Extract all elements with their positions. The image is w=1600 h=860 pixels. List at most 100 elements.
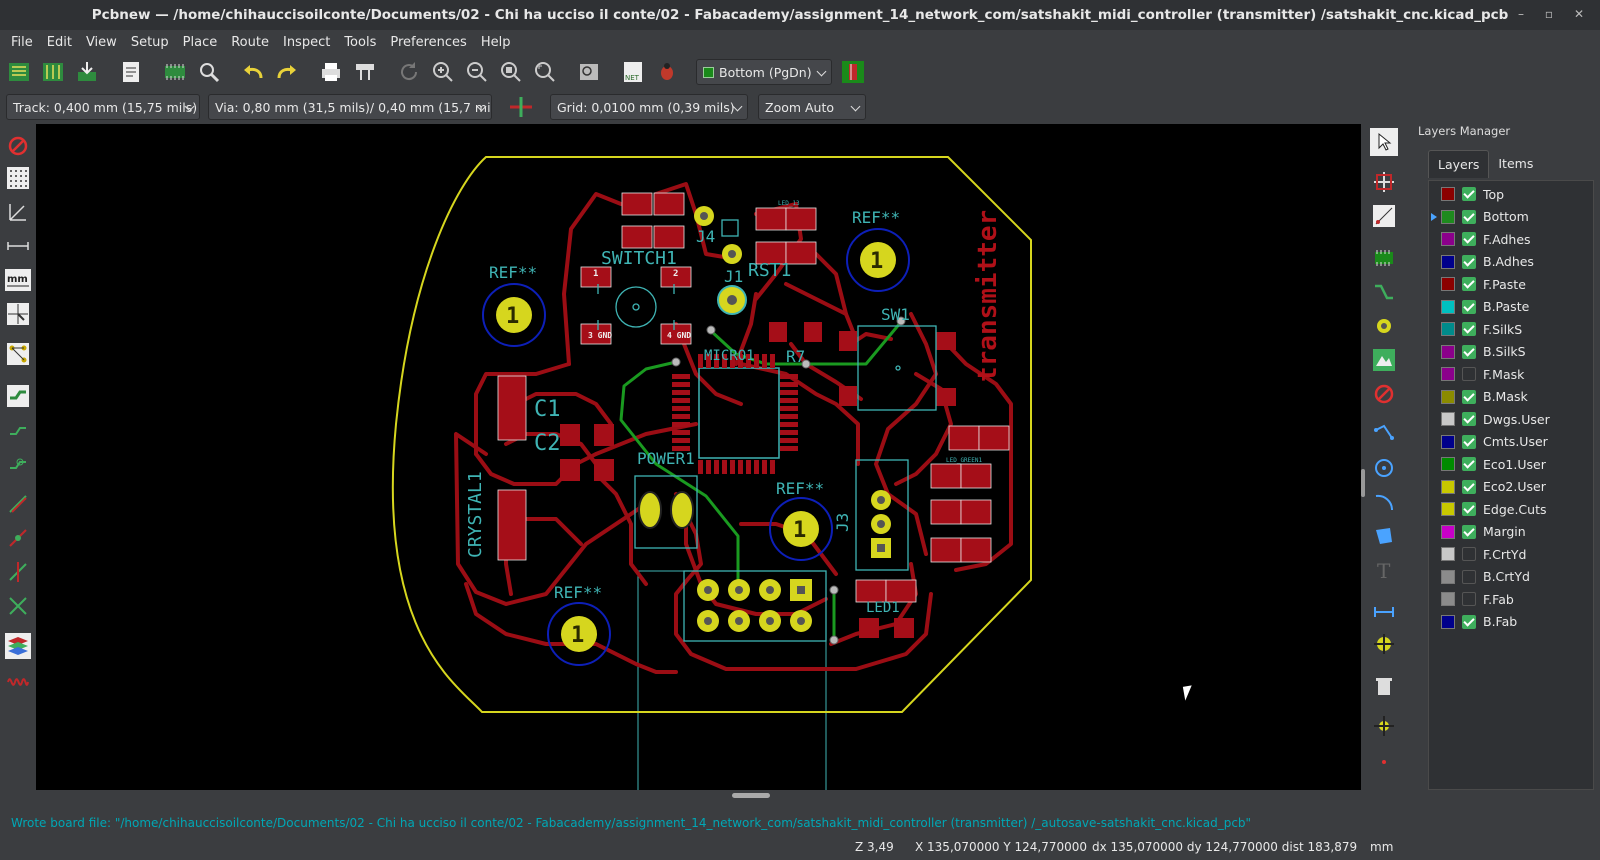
footprint-editor-icon[interactable] <box>574 57 604 87</box>
refresh-icon[interactable] <box>394 57 424 87</box>
layer-visibility-checkbox[interactable] <box>1462 592 1476 606</box>
layer-visibility-checkbox[interactable] <box>1462 299 1476 314</box>
layer-row[interactable]: B.CrtYd <box>1429 566 1595 588</box>
add-target-icon[interactable] <box>1370 630 1398 658</box>
ratsnest-icon[interactable] <box>4 340 32 368</box>
save-icon[interactable] <box>72 57 102 87</box>
inch-units-icon[interactable] <box>4 232 32 260</box>
layer-color-swatch[interactable] <box>1441 434 1455 449</box>
layer-visibility-checkbox[interactable] <box>1462 479 1476 494</box>
layer-row[interactable]: F.SilkS <box>1429 318 1595 340</box>
grid-select[interactable]: Grid: 0,0100 mm (0,39 mils) <box>550 94 748 120</box>
pcb-canvas[interactable]: transmitter REF** REF** REF** REF** 1 1 … <box>36 124 1361 790</box>
layer-row[interactable]: Edge.Cuts <box>1429 498 1595 520</box>
add-text-icon[interactable]: T <box>1370 556 1398 584</box>
layer-row[interactable]: Margin <box>1429 521 1595 543</box>
layer-visibility-checkbox[interactable] <box>1462 502 1476 516</box>
menu-help[interactable]: Help <box>480 34 511 50</box>
layer-color-swatch[interactable] <box>1441 569 1455 584</box>
layer-color-swatch[interactable] <box>1441 277 1455 291</box>
layer-color-swatch[interactable] <box>1441 344 1455 359</box>
layer-visibility-checkbox[interactable] <box>1462 322 1476 336</box>
layer-color-swatch[interactable] <box>1441 412 1455 426</box>
layer-row[interactable]: F.Paste <box>1429 273 1595 295</box>
layer-visibility-checkbox[interactable] <box>1462 232 1476 246</box>
layer-color-swatch[interactable] <box>1441 389 1455 404</box>
layer-row[interactable]: F.Fab <box>1429 588 1595 610</box>
via-size-select[interactable]: Via: 0,80 mm (31,5 mils)/ 0,40 mm (15,7 … <box>208 94 492 120</box>
find-icon[interactable] <box>194 57 224 87</box>
measure-tool-icon[interactable] <box>1370 748 1398 776</box>
layer-row[interactable]: B.Fab <box>1429 611 1595 633</box>
layer-visibility-checkbox[interactable] <box>1462 457 1476 471</box>
layer-row[interactable]: Eco2.User <box>1429 476 1595 498</box>
tab-items[interactable]: Items <box>1498 156 1534 171</box>
canvas-vertical-scrollbar[interactable] <box>1361 124 1366 790</box>
keepout-zone-icon[interactable] <box>1370 380 1398 408</box>
minimize-button[interactable]: – <box>1518 7 1524 21</box>
layer-row[interactable]: F.Mask <box>1429 363 1595 385</box>
menu-setup[interactable]: Setup <box>130 34 169 50</box>
layer-color-swatch[interactable] <box>1441 232 1455 246</box>
print-icon[interactable] <box>316 57 346 87</box>
menu-route[interactable]: Route <box>231 34 269 50</box>
zoom-out-icon[interactable] <box>462 57 492 87</box>
layer-row[interactable]: Top <box>1429 183 1595 205</box>
vertical-scroll-thumb[interactable] <box>1361 469 1365 497</box>
open-board-icon[interactable] <box>38 57 68 87</box>
menu-place[interactable]: Place <box>182 34 218 50</box>
horizontal-scroll-thumb[interactable] <box>732 793 770 798</box>
layer-color-swatch[interactable] <box>1441 502 1455 516</box>
layer-color-swatch[interactable] <box>1441 209 1455 224</box>
grid-toggle-icon[interactable] <box>4 164 32 192</box>
zoom-select[interactable]: Zoom Auto <box>758 94 866 120</box>
high-contrast-icon[interactable] <box>4 490 32 518</box>
drc-off-icon[interactable] <box>4 132 32 160</box>
local-ratsnest-icon[interactable] <box>1370 202 1398 230</box>
grid-origin-icon[interactable] <box>1370 712 1398 740</box>
layer-visibility-checkbox[interactable] <box>1462 344 1476 359</box>
layer-pair-icon[interactable] <box>838 57 868 87</box>
layer-row[interactable]: F.CrtYd <box>1429 543 1595 565</box>
layer-row[interactable]: B.Paste <box>1429 296 1595 318</box>
maximize-button[interactable]: ▫ <box>1544 7 1554 21</box>
zone-outline-icon[interactable] <box>4 558 32 586</box>
layer-color-swatch[interactable] <box>1441 367 1455 381</box>
layer-visibility-checkbox[interactable] <box>1462 412 1476 426</box>
track-width-select[interactable]: Track: 0,400 mm (15,75 mils) * <box>6 94 200 120</box>
draw-polygon-icon[interactable] <box>1370 522 1398 550</box>
microwave-tools-icon[interactable] <box>4 666 32 694</box>
add-via-icon[interactable] <box>1370 312 1398 340</box>
layer-row[interactable]: Dwgs.User <box>1429 408 1595 430</box>
layer-color-swatch[interactable] <box>1441 299 1455 314</box>
layer-row[interactable]: B.SilkS <box>1429 341 1595 363</box>
layer-color-swatch[interactable] <box>1441 322 1455 336</box>
zoom-selection-icon[interactable] <box>530 57 560 87</box>
new-board-icon[interactable] <box>4 57 34 87</box>
page-settings-icon[interactable] <box>116 57 146 87</box>
layer-color-swatch[interactable] <box>1441 614 1455 629</box>
menu-view[interactable]: View <box>85 34 117 50</box>
zone-display-icon[interactable] <box>4 524 32 552</box>
layer-visibility-checkbox[interactable] <box>1462 434 1476 449</box>
layer-visibility-checkbox[interactable] <box>1462 367 1476 381</box>
layer-visibility-checkbox[interactable] <box>1462 209 1476 224</box>
canvas-horizontal-scrollbar[interactable] <box>36 790 1361 802</box>
layer-row[interactable]: F.Adhes <box>1429 228 1595 250</box>
layer-color-swatch[interactable] <box>1441 524 1455 539</box>
zoom-fit-icon[interactable] <box>496 57 526 87</box>
draw-circle-icon[interactable] <box>1370 454 1398 482</box>
add-dimension-icon[interactable] <box>1370 596 1398 624</box>
layer-color-swatch[interactable] <box>1441 479 1455 494</box>
polar-coords-icon[interactable] <box>4 198 32 226</box>
add-zone-icon[interactable] <box>1370 346 1398 374</box>
layer-visibility-checkbox[interactable] <box>1462 277 1476 291</box>
menu-tools[interactable]: Tools <box>344 34 377 50</box>
menu-edit[interactable]: Edit <box>46 34 72 50</box>
layers-manager-icon[interactable] <box>4 632 32 660</box>
layer-select[interactable]: Bottom (PgDn) <box>696 59 832 85</box>
zoom-in-icon[interactable] <box>428 57 458 87</box>
pad-display-icon[interactable] <box>4 592 32 620</box>
layer-color-swatch[interactable] <box>1441 592 1455 606</box>
show-tracks-icon[interactable] <box>4 382 32 410</box>
